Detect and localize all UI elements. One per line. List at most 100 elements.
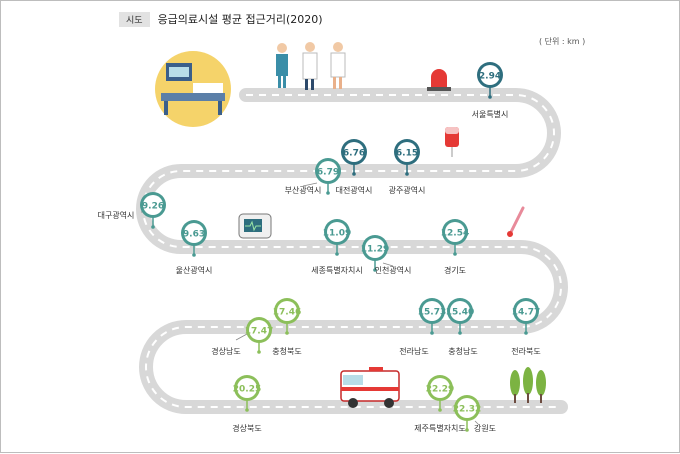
data-marker: 11.09 세종특별자치시 bbox=[311, 219, 363, 275]
pin-dot bbox=[151, 225, 155, 229]
region-label: 경기도 bbox=[444, 265, 466, 275]
region-label: 대전광역시 bbox=[336, 185, 373, 195]
region-label: 대구광역시 bbox=[98, 210, 135, 220]
pin-value: 12.54 bbox=[441, 229, 469, 239]
region-label: 세종특별자치시 bbox=[311, 265, 363, 275]
ambulance-icon bbox=[340, 367, 400, 408]
marker-connector bbox=[235, 333, 248, 341]
chart-header: 시도 응급의료시설 평균 접근거리(2020) bbox=[119, 11, 323, 27]
data-marker: 15.40 충청남도 bbox=[446, 298, 478, 356]
region-label: 전라남도 bbox=[399, 346, 428, 356]
pin-dot bbox=[458, 331, 462, 335]
region-label: 충청남도 bbox=[448, 347, 477, 356]
pin-dot bbox=[285, 331, 289, 335]
pin-dot bbox=[524, 331, 528, 335]
region-label: 부산광역시 bbox=[285, 185, 322, 195]
pin-inner bbox=[184, 223, 204, 243]
pin-dot bbox=[405, 172, 409, 176]
pin-dot bbox=[257, 350, 261, 354]
region-label: 경상북도 bbox=[232, 423, 261, 433]
pin-inner bbox=[277, 301, 297, 321]
pin-inner bbox=[445, 222, 465, 242]
region-label: 광주광역시 bbox=[389, 185, 426, 195]
pin-inner bbox=[249, 320, 269, 340]
data-marker: 6.76 대전광역시 bbox=[336, 139, 373, 195]
pin-dot bbox=[326, 191, 330, 195]
pin-inner bbox=[365, 238, 385, 258]
siren-icon bbox=[427, 69, 451, 91]
data-marker: 17.47 경상남도 bbox=[211, 317, 273, 356]
region-label: 제주특별자치도 bbox=[414, 423, 466, 433]
data-marker: 9.63 울산광역시 bbox=[176, 220, 213, 275]
data-marker: 11.29 인천광역시 bbox=[361, 235, 412, 275]
pin-value: 17.46 bbox=[273, 308, 301, 318]
pin-dot bbox=[245, 408, 249, 412]
pin-value: 6.15 bbox=[396, 149, 418, 159]
pin-inner bbox=[237, 378, 257, 398]
unit-note: ( 단위 : km ) bbox=[539, 37, 586, 46]
pin-dot bbox=[373, 268, 377, 272]
pin-value: 15.73 bbox=[418, 308, 446, 318]
pin-value: 11.09 bbox=[323, 229, 351, 239]
pin-inner bbox=[450, 301, 470, 321]
pin-inner bbox=[422, 301, 442, 321]
pin-value: 22.32 bbox=[453, 405, 481, 415]
pin-inner bbox=[143, 195, 163, 215]
pin-value: 11.29 bbox=[361, 245, 389, 255]
data-marker: 17.46 충청북도 bbox=[272, 298, 302, 356]
pin-dot bbox=[430, 331, 434, 335]
data-marker: 20.25 경상북도 bbox=[232, 375, 262, 433]
chart-title: 응급의료시설 평균 접근거리(2020) bbox=[157, 13, 323, 26]
data-marker: 9.26 대구광역시 bbox=[98, 192, 166, 229]
pin-value: 17.47 bbox=[245, 327, 273, 337]
pin-inner bbox=[318, 161, 338, 181]
pin-value: 15.40 bbox=[446, 308, 474, 318]
pin-inner bbox=[397, 142, 417, 162]
pin-value: 20.25 bbox=[233, 385, 261, 395]
data-marker: 15.73 전라남도 bbox=[399, 298, 446, 356]
data-marker: 6.79 부산광역시 bbox=[285, 158, 341, 195]
pin-dot bbox=[465, 428, 469, 432]
pin-inner bbox=[480, 65, 500, 85]
doctor-figure-icon bbox=[276, 42, 346, 90]
region-label: 강원도 bbox=[474, 423, 496, 433]
pin-inner bbox=[457, 398, 477, 418]
pin-dot bbox=[192, 253, 196, 257]
marker-connector bbox=[302, 182, 318, 187]
monitor-icon bbox=[238, 213, 272, 239]
pin-value: 6.76 bbox=[343, 149, 365, 159]
pin-value: 9.63 bbox=[183, 230, 205, 240]
region-label: 서울특별시 bbox=[472, 109, 509, 119]
pin-inner bbox=[327, 222, 347, 242]
tree-icon bbox=[510, 367, 546, 403]
data-marker: 12.54 경기도 bbox=[441, 219, 469, 275]
thermometer-icon bbox=[507, 206, 525, 237]
pin-value: 9.26 bbox=[142, 202, 164, 212]
pin-inner bbox=[516, 301, 536, 321]
pin-value: 6.79 bbox=[317, 168, 339, 178]
pin-dot bbox=[335, 252, 339, 256]
region-label: 전라북도 bbox=[511, 346, 540, 356]
road bbox=[136, 88, 568, 414]
region-label: 경상남도 bbox=[211, 346, 240, 356]
data-marker: 2.94 서울특별시 bbox=[472, 62, 509, 119]
blood-bag-icon bbox=[445, 127, 459, 157]
region-label: 울산광역시 bbox=[176, 265, 213, 275]
region-label: 인천광역시 bbox=[375, 265, 412, 275]
pin-dot bbox=[453, 252, 457, 256]
data-marker: 6.15 광주광역시 bbox=[389, 139, 426, 195]
pin-dot bbox=[488, 95, 492, 99]
pin-value: 2.94 bbox=[479, 72, 501, 82]
pin-value: 14.77 bbox=[512, 308, 540, 318]
pin-dot bbox=[352, 172, 356, 176]
marker-connector bbox=[382, 262, 394, 267]
pin-dot bbox=[438, 408, 442, 412]
region-tag: 시도 bbox=[119, 11, 150, 27]
marker-connector bbox=[474, 420, 480, 426]
pin-inner bbox=[430, 378, 450, 398]
data-marker: 14.77 전라북도 bbox=[511, 298, 541, 356]
region-label: 충청북도 bbox=[272, 347, 301, 356]
